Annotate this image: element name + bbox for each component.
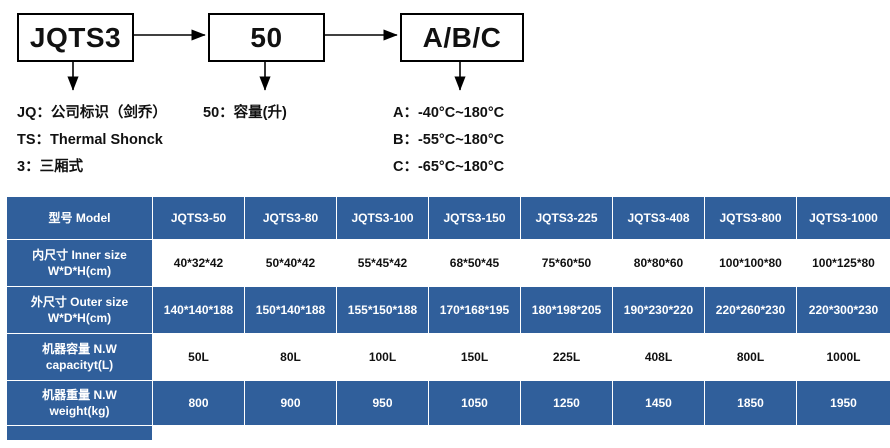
table-cell: [245, 426, 336, 440]
table-row-clipped-next: [7, 426, 890, 440]
legend-temperature-line-c: C：-65°C~180°C: [393, 159, 505, 175]
table-cell: 190*230*220: [613, 287, 704, 333]
header-cell-jqts3-150: JQTS3-150: [429, 197, 520, 239]
table-cell: 1950: [797, 381, 890, 425]
header-cell-jqts3-1000: JQTS3-1000: [797, 197, 890, 239]
table-cell: 150L: [429, 334, 520, 380]
row-label-outer-size-line2: W*D*H(cm): [47, 311, 112, 325]
table-cell: 220*260*230: [705, 287, 796, 333]
header-cell-jqts3-100: JQTS3-100: [337, 197, 428, 239]
table-header-row: 型号 Model JQTS3-50 JQTS3-80 JQTS3-100 JQT…: [7, 197, 890, 239]
table-cell: 55*45*42: [337, 240, 428, 286]
table-cell: 800: [153, 381, 244, 425]
table-cell: 68*50*45: [429, 240, 520, 286]
legend-model-group: JQ：公司标识（剑乔） TS：Thermal Shonck 3：三厢式: [17, 100, 167, 181]
header-cell-jqts3-225: JQTS3-225: [521, 197, 612, 239]
table-cell: 225L: [521, 334, 612, 380]
table-cell: [153, 426, 244, 440]
table-cell: 100*125*80: [797, 240, 890, 286]
table-cell: 75*60*50: [521, 240, 612, 286]
table-cell: 80L: [245, 334, 336, 380]
row-label-capacity: 机器容量 N.W capacityt(L): [7, 334, 152, 380]
legend-volume-group: 50：容量(升): [203, 100, 287, 127]
specification-table: 型号 Model JQTS3-50 JQTS3-80 JQTS3-100 JQT…: [6, 196, 890, 441]
row-label-clipped: [7, 426, 152, 440]
table-cell: 1050: [429, 381, 520, 425]
legend-temperature-line-b: B：-55°C~180°C: [393, 132, 505, 148]
table-cell: 1850: [705, 381, 796, 425]
table-cell: 100L: [337, 334, 428, 380]
table-cell: 1000L: [797, 334, 890, 380]
table-cell: 100*100*80: [705, 240, 796, 286]
legend-temperature-group: A：-40°C~180°C B：-55°C~180°C C：-65°C~180°…: [393, 100, 504, 181]
row-label-capacity-line1: 机器容量 N.W: [42, 342, 117, 356]
table-cell: 155*150*188: [337, 287, 428, 333]
table-cell: 50*40*42: [245, 240, 336, 286]
legend-model-line-2: TS：Thermal Shonck: [17, 132, 163, 148]
header-cell-jqts3-50: JQTS3-50: [153, 197, 244, 239]
table-cell: 950: [337, 381, 428, 425]
row-label-inner-size-line2: W*D*H(cm): [47, 264, 112, 278]
row-label-weight-line2: weight(kg): [49, 404, 110, 418]
table-cell: 80*80*60: [613, 240, 704, 286]
legend-volume-line-1: 50：容量(升): [203, 105, 287, 121]
table-cell: 150*140*188: [245, 287, 336, 333]
table-cell: 800L: [705, 334, 796, 380]
table-row-outer-size: 外尺寸 Outer size W*D*H(cm) 140*140*188 150…: [7, 287, 890, 333]
legend-model-line-3: 3：三厢式: [17, 159, 84, 175]
row-label-inner-size: 内尺寸 Inner size W*D*H(cm): [7, 240, 152, 286]
legend-temperature-line-a: A：-40°C~180°C: [393, 105, 505, 121]
table-cell: [613, 426, 704, 440]
table-cell: 1250: [521, 381, 612, 425]
table-cell: 140*140*188: [153, 287, 244, 333]
table-cell: [337, 426, 428, 440]
row-label-inner-size-line1: 内尺寸 Inner size: [32, 248, 127, 262]
table-cell: 900: [245, 381, 336, 425]
header-cell-jqts3-800: JQTS3-800: [705, 197, 796, 239]
table-cell: [521, 426, 612, 440]
model-naming-diagram: JQTS3 50 A/B/C JQ：公司标识（剑乔） TS：Thermal Sh…: [0, 0, 890, 196]
table-cell: 408L: [613, 334, 704, 380]
code-box-model: JQTS3: [17, 13, 134, 62]
table-cell: 50L: [153, 334, 244, 380]
table-cell: 40*32*42: [153, 240, 244, 286]
table-cell: 180*198*205: [521, 287, 612, 333]
table-cell: [429, 426, 520, 440]
header-cell-jqts3-80: JQTS3-80: [245, 197, 336, 239]
row-label-capacity-line2: capacityt(L): [45, 358, 114, 372]
code-box-temperature: A/B/C: [400, 13, 524, 62]
row-label-outer-size-line1: 外尺寸 Outer size: [30, 295, 129, 309]
table-cell: 170*168*195: [429, 287, 520, 333]
table-row-inner-size: 内尺寸 Inner size W*D*H(cm) 40*32*42 50*40*…: [7, 240, 890, 286]
row-label-outer-size: 外尺寸 Outer size W*D*H(cm): [7, 287, 152, 333]
table-row-weight: 机器重量 N.W weight(kg) 800 900 950 1050 125…: [7, 381, 890, 425]
row-label-weight: 机器重量 N.W weight(kg): [7, 381, 152, 425]
table-cell: [705, 426, 796, 440]
header-cell-model: 型号 Model: [7, 197, 152, 239]
code-box-volume: 50: [208, 13, 325, 62]
header-cell-jqts3-408: JQTS3-408: [613, 197, 704, 239]
table-row-capacity: 机器容量 N.W capacityt(L) 50L 80L 100L 150L …: [7, 334, 890, 380]
table-cell: 1450: [613, 381, 704, 425]
table-cell: 220*300*230: [797, 287, 890, 333]
row-label-weight-line1: 机器重量 N.W: [42, 388, 117, 402]
table-cell: [797, 426, 890, 440]
legend-model-line-1: JQ：公司标识（剑乔）: [17, 105, 167, 121]
